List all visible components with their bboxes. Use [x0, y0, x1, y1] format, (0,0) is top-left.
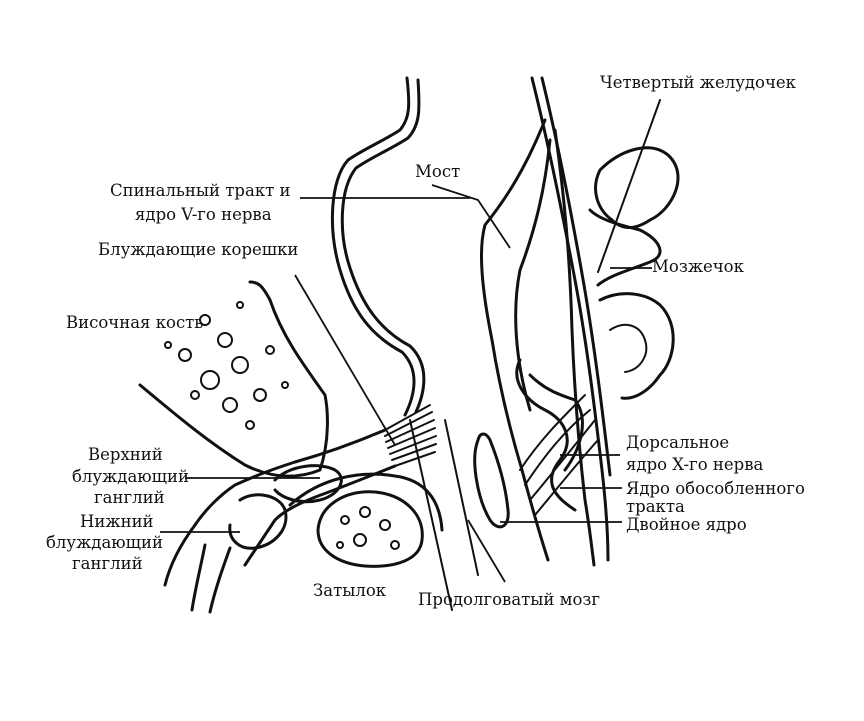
medulla-line — [409, 419, 453, 611]
label-medulla: Продолговатый мозг — [418, 590, 600, 609]
label-spinal-tract-1: Спинальный тракт и — [110, 181, 291, 200]
anatomy-drawing — [138, 76, 680, 614]
vagus-trunk-upper — [193, 428, 387, 527]
leader-medulla — [467, 519, 506, 583]
label-spinal-tract-2: ядро V-го нерва — [135, 205, 272, 224]
temporal-bone-outline — [138, 280, 329, 478]
temporal-bone-texture — [164, 301, 289, 430]
vagus-trunk-lower — [243, 464, 397, 567]
occiput-texture — [336, 506, 400, 550]
label-inferior-ganglion-3: ганглий — [72, 554, 143, 573]
crossing-fibers — [519, 394, 599, 516]
brainstem-outline — [331, 76, 416, 417]
pons-tract — [479, 118, 550, 562]
label-cerebellum: Мозжечок — [652, 257, 745, 276]
label-fourth-ventricle: Четвертый желудочек — [600, 73, 797, 92]
cerebellum-lower — [598, 292, 675, 400]
label-superior-ganglion-2: блуждающий — [72, 467, 189, 486]
label-occiput: Затылок — [313, 581, 387, 600]
label-solitary-tract-2: тракта — [626, 497, 685, 516]
fourth-ventricle-line — [597, 99, 661, 273]
pons-tract-2 — [514, 138, 552, 412]
nucleus-loops-2 — [528, 373, 584, 472]
brainstem-outline-inner — [340, 78, 426, 414]
posterior-contour — [530, 76, 610, 562]
label-dorsal-nucleus-2: ядро X-го нерва — [626, 455, 763, 474]
vagal-rootlets — [384, 404, 437, 467]
labels: Четвертый желудочек Мост Спинальный трак… — [46, 73, 805, 609]
occiput-bone — [316, 490, 424, 568]
label-inferior-ganglion-2: блуждающий — [46, 533, 163, 552]
label-nucleus-ambiguus: Двойное ядро — [626, 515, 747, 534]
label-temporal-bone: Височная кость — [66, 313, 203, 332]
inferior-ganglion — [228, 493, 288, 550]
occiput-curve — [288, 472, 444, 532]
label-pons: Мост — [415, 162, 460, 181]
leader-pons — [431, 184, 511, 249]
nucleus-ambiguus-capsule — [473, 432, 510, 529]
label-superior-ganglion-1: Верхний — [88, 445, 163, 464]
superior-ganglion — [273, 464, 343, 504]
nerve-branch-1 — [163, 523, 197, 587]
cerebellum-lobe-2 — [588, 208, 662, 287]
nerve-branch-2 — [190, 543, 207, 612]
leader-vagal-rootlets — [294, 274, 396, 446]
cerebellum-lower-2 — [609, 323, 648, 373]
pons-tract-3 — [553, 128, 596, 567]
label-superior-ganglion-3: ганглий — [94, 488, 165, 507]
nerve-branch-3 — [208, 546, 232, 614]
label-dorsal-nucleus-1: Дорсальное — [626, 433, 729, 452]
cerebellum-lobe — [594, 146, 680, 229]
label-vagal-rootlets: Блуждающие корешки — [98, 240, 298, 259]
medulla-line-2 — [444, 419, 479, 576]
leader-lines — [160, 184, 652, 583]
label-solitary-tract-1: Ядро обособленного — [626, 479, 805, 498]
label-inferior-ganglion-1: Нижний — [80, 512, 154, 531]
